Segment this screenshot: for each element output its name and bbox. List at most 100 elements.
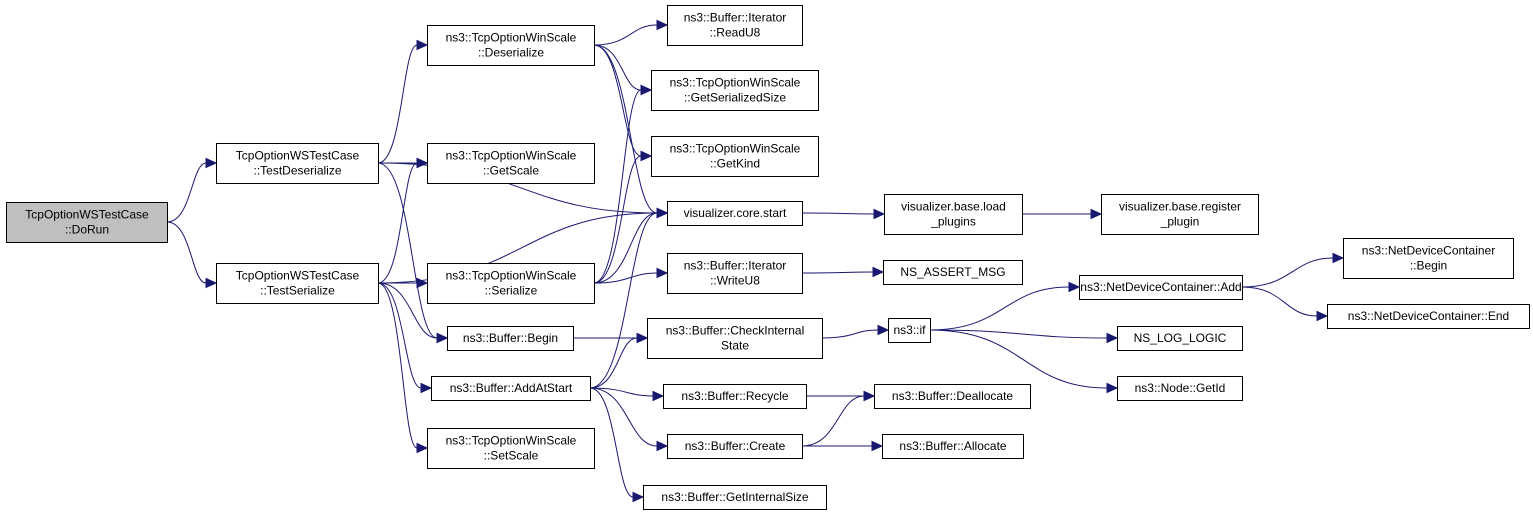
node-setscale[interactable]: ns3::TcpOptionWinScale::SetScale xyxy=(427,428,595,469)
node-box[interactable] xyxy=(216,143,379,184)
arrowhead-create-to-alloc xyxy=(871,440,884,452)
node-box[interactable] xyxy=(667,253,803,294)
node-box[interactable] xyxy=(643,485,827,510)
node-box[interactable] xyxy=(667,201,803,226)
node-writeu8[interactable]: ns3::Buffer::Iterator::WriteU8 xyxy=(667,253,803,294)
node-label: ns3::TcpOptionWinScale xyxy=(670,76,801,90)
node-getsersize[interactable]: ns3::TcpOptionWinScale::GetSerializedSiz… xyxy=(651,70,819,111)
node-box[interactable] xyxy=(6,202,168,243)
edge-deser-to-readu8 xyxy=(593,24,658,46)
edge-testser-to-setscale xyxy=(377,282,418,449)
node-box[interactable] xyxy=(667,434,803,459)
node-label: ::TestDeserialize xyxy=(253,164,341,178)
node-label: ns3::Buffer::Allocate xyxy=(899,439,1007,453)
node-loadplugins[interactable]: visualizer.base.load_plugins xyxy=(884,194,1023,235)
node-box[interactable] xyxy=(647,318,823,359)
node-regplugin[interactable]: visualizer.base.register_plugin xyxy=(1101,194,1259,235)
node-vcstart[interactable]: visualizer.core.start xyxy=(667,201,803,226)
node-box[interactable] xyxy=(874,384,1031,409)
node-box[interactable] xyxy=(447,326,574,351)
node-box[interactable] xyxy=(1117,326,1243,351)
arrowhead-ser-to-getsersize xyxy=(640,84,653,96)
node-label: NS_ASSERT_MSG xyxy=(900,265,1005,279)
node-label: _plugins xyxy=(930,215,976,229)
arrowhead-addatstart-to-getintsize xyxy=(632,491,645,503)
node-label: _plugin xyxy=(1160,215,1200,229)
arrowhead-testdeser-to-deser xyxy=(416,39,429,51)
node-box[interactable] xyxy=(431,376,591,401)
node-box[interactable] xyxy=(651,136,819,177)
node-box[interactable] xyxy=(882,434,1024,459)
node-testser[interactable]: TcpOptionWSTestCase::TestSerialize xyxy=(216,263,379,304)
node-box[interactable] xyxy=(888,318,931,343)
node-addatstart[interactable]: ns3::Buffer::AddAtStart xyxy=(431,376,591,401)
node-nsassert[interactable]: NS_ASSERT_MSG xyxy=(883,260,1023,285)
node-testdeser[interactable]: TcpOptionWSTestCase::TestDeserialize xyxy=(216,143,379,184)
edge-addatstart-to-create xyxy=(589,387,658,447)
node-box[interactable] xyxy=(427,428,595,469)
node-label: ns3::Buffer::AddAtStart xyxy=(450,381,573,395)
node-deser[interactable]: ns3::TcpOptionWinScale::Deserialize xyxy=(427,25,595,66)
node-box[interactable] xyxy=(1101,194,1259,235)
node-recycle[interactable]: ns3::Buffer::Recycle xyxy=(663,384,807,409)
edge-addatstart-to-checkint xyxy=(589,337,638,389)
node-label: ns3::Buffer::CheckInternal xyxy=(666,324,805,338)
edge-ser-to-getsersize xyxy=(593,89,642,284)
node-getkind[interactable]: ns3::TcpOptionWinScale::GetKind xyxy=(651,136,819,177)
node-box[interactable] xyxy=(427,263,595,304)
edge-nsif-to-nslog xyxy=(929,329,1108,339)
node-nsif[interactable]: ns3::if xyxy=(888,318,931,343)
edge-create-to-dealloc xyxy=(801,395,865,447)
nodes-layer: TcpOptionWSTestCase::DoRunTcpOptionWSTes… xyxy=(6,5,1530,510)
node-create[interactable]: ns3::Buffer::Create xyxy=(667,434,803,459)
node-box[interactable] xyxy=(883,260,1023,285)
arrowhead-writeu8-to-nsassert xyxy=(872,266,885,278)
arrowhead-addatstart-to-recycle xyxy=(652,390,665,402)
node-dorun[interactable]: TcpOptionWSTestCase::DoRun xyxy=(6,202,168,243)
node-box[interactable] xyxy=(427,25,595,66)
node-label: ::TestSerialize xyxy=(260,284,335,298)
node-box[interactable] xyxy=(1327,304,1530,329)
node-box[interactable] xyxy=(663,384,807,409)
node-ser[interactable]: ns3::TcpOptionWinScale::Serialize xyxy=(427,263,595,304)
node-label: State xyxy=(721,339,749,353)
edge-deser-to-getkind xyxy=(593,44,642,157)
node-alloc[interactable]: ns3::Buffer::Allocate xyxy=(882,434,1024,459)
node-box[interactable] xyxy=(216,263,379,304)
node-ndcend[interactable]: ns3::NetDeviceContainer::End xyxy=(1327,304,1530,329)
arrowhead-testser-to-bbegin xyxy=(436,332,449,344)
edge-addatstart-to-getintsize xyxy=(589,387,634,498)
arrowhead-ndcadd-to-ndcend xyxy=(1316,310,1329,322)
node-ndcbegin[interactable]: ns3::NetDeviceContainer::Begin xyxy=(1343,238,1514,279)
arrowhead-dorun-to-testser xyxy=(205,277,218,289)
edge-testser-to-addatstart xyxy=(377,282,422,389)
node-dealloc[interactable]: ns3::Buffer::Deallocate xyxy=(874,384,1031,409)
node-box[interactable] xyxy=(1343,238,1514,279)
node-ndcadd[interactable]: ns3::NetDeviceContainer::Add xyxy=(1079,275,1243,300)
node-box[interactable] xyxy=(1117,376,1243,401)
node-box[interactable] xyxy=(884,194,1023,235)
node-label: ns3::Buffer::Begin xyxy=(463,331,558,345)
node-nslog[interactable]: NS_LOG_LOGIC xyxy=(1117,326,1243,351)
node-label: visualizer.base.register xyxy=(1119,200,1241,214)
node-getintsize[interactable]: ns3::Buffer::GetInternalSize xyxy=(643,485,827,510)
node-bbegin[interactable]: ns3::Buffer::Begin xyxy=(447,326,574,351)
node-label: ns3::Buffer::Deallocate xyxy=(892,389,1014,403)
node-box[interactable] xyxy=(427,143,595,184)
edge-dorun-to-testser xyxy=(166,221,207,284)
node-getscale[interactable]: ns3::TcpOptionWinScale::GetScale xyxy=(427,143,595,184)
node-box[interactable] xyxy=(1079,275,1243,300)
node-label: ns3::NetDeviceContainer::Add xyxy=(1080,280,1241,294)
arrowhead-deser-to-readu8 xyxy=(656,19,669,31)
arrowhead-loadplugins-to-regplugin xyxy=(1090,208,1103,220)
edge-deser-to-vcstart xyxy=(593,44,658,214)
arrowhead-testser-to-addatstart xyxy=(420,382,433,394)
node-box[interactable] xyxy=(651,70,819,111)
node-getid[interactable]: ns3::Node::GetId xyxy=(1117,376,1243,401)
edge-ser-to-writeu8 xyxy=(593,272,658,284)
node-box[interactable] xyxy=(667,5,803,46)
arrowhead-addatstart-to-vcstart xyxy=(656,207,669,219)
node-readu8[interactable]: ns3::Buffer::Iterator::ReadU8 xyxy=(667,5,803,46)
